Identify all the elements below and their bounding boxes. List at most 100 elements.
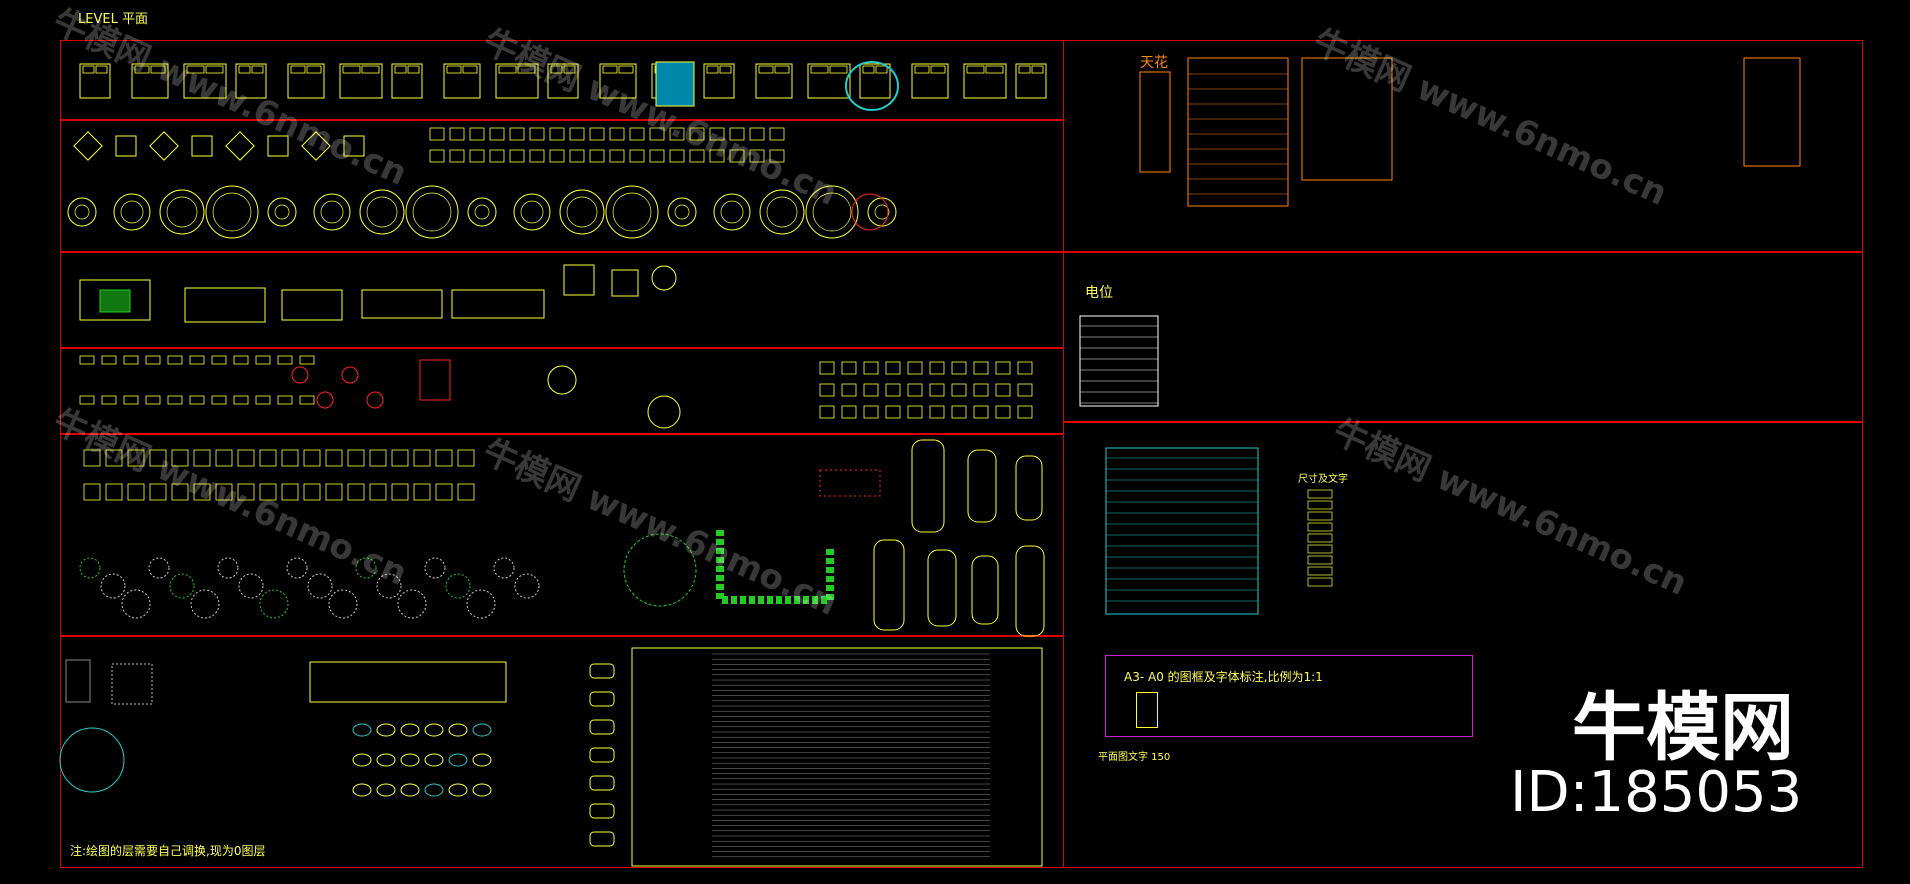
sofa-symbol	[413, 449, 431, 467]
round-table-inner	[612, 192, 652, 232]
paving-stone	[448, 753, 468, 767]
bath-fixture	[907, 361, 923, 375]
carpet-pattern	[309, 661, 507, 703]
bath-fixture	[841, 405, 857, 419]
sofa-symbol	[105, 449, 123, 467]
bed-pillow	[930, 65, 946, 74]
bath-fixture	[1017, 361, 1033, 375]
light-fixture	[316, 391, 334, 409]
frame-title-box: A3- A0 的图框及字体标注,比例为1:1	[1105, 655, 1473, 737]
plant-symbol	[121, 589, 151, 619]
paving-stone	[472, 783, 492, 797]
round-table-inner	[766, 196, 798, 228]
ceiling-legend-table	[1187, 57, 1289, 207]
square-table	[73, 131, 103, 161]
stone-pattern	[111, 663, 153, 705]
plant-symbol	[493, 557, 515, 579]
plant-symbol	[514, 573, 540, 599]
watermark-logo: 牛模网	[1572, 685, 1794, 771]
bed-outline	[131, 63, 169, 99]
chair-symbol	[769, 149, 785, 163]
plant-symbol	[217, 557, 239, 579]
bath-fixture	[995, 361, 1011, 375]
sofa-symbol	[259, 483, 277, 501]
bed-pillow	[758, 65, 774, 74]
bath-fixture	[819, 383, 835, 397]
bed-outline	[703, 63, 735, 99]
light-fixture	[341, 366, 359, 384]
round-table-inner	[720, 200, 744, 224]
chair-symbol	[609, 127, 625, 141]
dining-table	[451, 289, 545, 319]
bed-pillow	[446, 65, 462, 74]
bath-fixture	[819, 361, 835, 375]
bath-fixture	[863, 405, 879, 419]
bed-outline	[339, 63, 383, 99]
bed-outline	[755, 63, 793, 99]
car-symbol	[1015, 455, 1043, 521]
bed-pillow	[875, 65, 888, 74]
bed-pillow	[550, 65, 563, 74]
appliance-symbol	[167, 395, 183, 405]
round-table-inner	[366, 196, 398, 228]
round-table-inner	[274, 204, 290, 220]
chair-symbol	[689, 127, 705, 141]
round-table-inner	[474, 204, 490, 220]
appliance-symbol	[189, 395, 205, 405]
sanitary-round	[647, 395, 681, 429]
bed-outline	[443, 63, 481, 99]
sofa-symbol	[303, 483, 321, 501]
paving-stone	[472, 753, 492, 767]
appliance-symbol	[299, 395, 315, 405]
plant-symbol	[376, 573, 402, 599]
chair-symbol	[649, 127, 665, 141]
chair-symbol	[609, 149, 625, 163]
round-table	[359, 189, 405, 235]
sofa-symbol	[193, 449, 211, 467]
bath-fixture	[973, 405, 989, 419]
chair-symbol	[629, 149, 645, 163]
sofa-symbol	[281, 483, 299, 501]
chair-symbol	[749, 149, 765, 163]
paving-stone	[376, 753, 396, 767]
dimension-box	[1307, 489, 1333, 499]
sofa-symbol	[281, 449, 299, 467]
round-table-inner	[166, 196, 198, 228]
panel-electrical	[1063, 252, 1863, 422]
chair-symbol	[689, 149, 705, 163]
chair-symbol	[469, 127, 485, 141]
umbrella-symbol	[851, 193, 889, 231]
bath-fixture	[885, 405, 901, 419]
bed-pillow	[563, 65, 576, 74]
square-table	[191, 135, 213, 157]
stone-pattern	[65, 659, 91, 703]
car-symbol	[873, 539, 905, 631]
paving-stone	[352, 783, 372, 797]
dimension-box	[1307, 544, 1333, 554]
appliance-symbol	[255, 355, 271, 365]
bed-outline	[963, 63, 1007, 99]
bed-outline	[183, 63, 227, 99]
bed-outline	[859, 63, 891, 99]
text-scale-label: 平面图文字 150	[1098, 752, 1171, 763]
bench-symbol	[589, 663, 615, 679]
bed-outline	[911, 63, 949, 99]
sofa-symbol	[369, 483, 387, 501]
chair-symbol	[529, 149, 545, 163]
bed-pillow	[290, 65, 306, 74]
pattern-symbols	[59, 647, 1043, 867]
dimension-box	[1307, 566, 1333, 576]
bench-symbol	[589, 747, 615, 763]
bath-fixture	[1017, 405, 1033, 419]
bed-pillow	[306, 65, 322, 74]
bench-symbol	[589, 691, 615, 707]
appliance-symbol	[255, 395, 271, 405]
chair-symbol	[649, 149, 665, 163]
appliance-symbol	[145, 355, 161, 365]
appliance-symbol	[167, 355, 183, 365]
bed-pillow	[462, 65, 478, 74]
paving-stone	[352, 723, 372, 737]
appliance-symbol	[299, 355, 315, 365]
bed-pillow	[342, 65, 361, 74]
